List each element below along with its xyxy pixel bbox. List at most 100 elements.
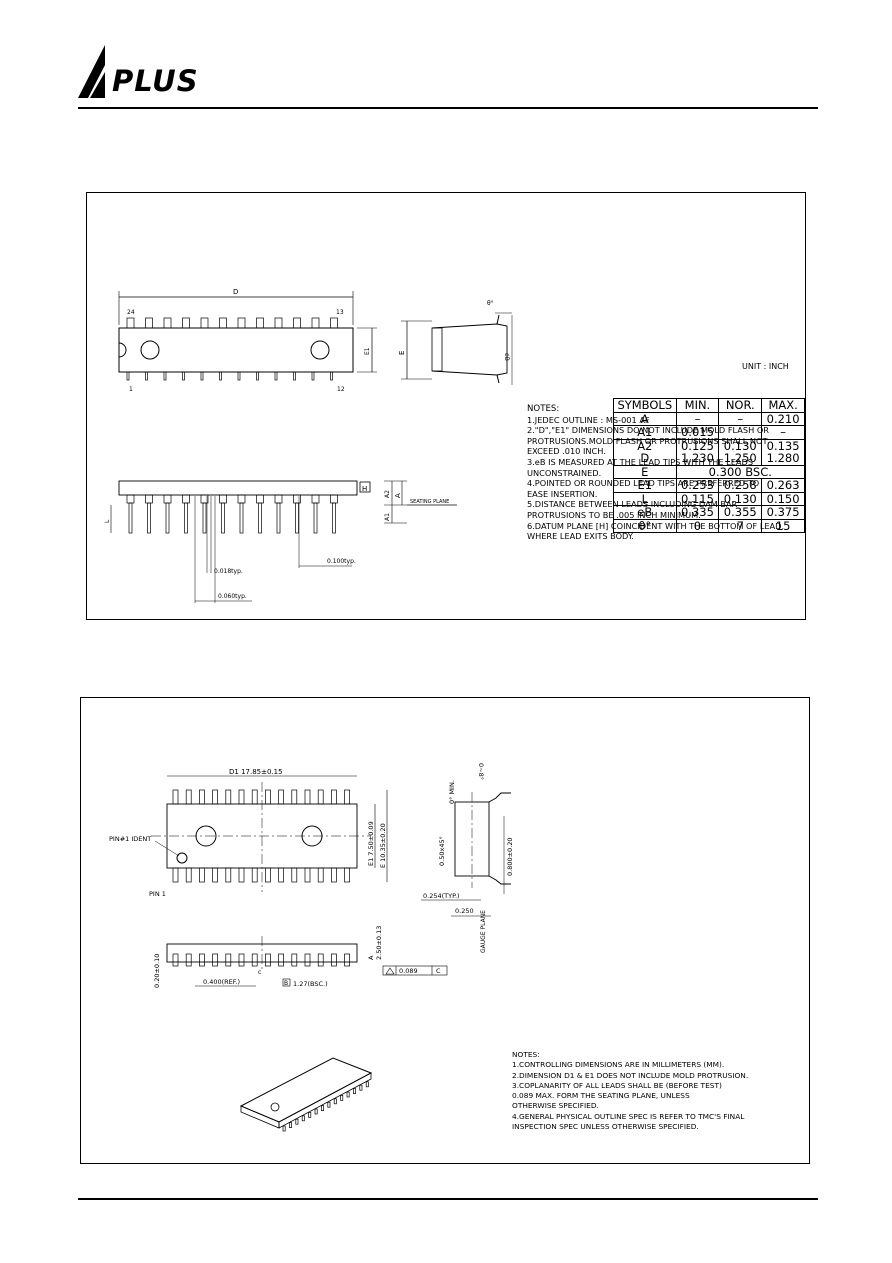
pin-lead	[295, 1118, 299, 1125]
pdip-notch	[118, 342, 127, 358]
lead-length-label: 0.800±0.20	[506, 837, 514, 876]
table-cell: 0.263	[761, 478, 805, 493]
note-line: UNCONSTRAINED.	[527, 467, 602, 478]
pin-lead	[165, 502, 170, 534]
table-cell: eB	[613, 505, 677, 520]
dim-d1-label: D1 17.85±0.15	[229, 768, 283, 776]
col-header-min: MIN.	[675, 398, 720, 413]
pin-lead	[126, 494, 135, 504]
table-row: E1 0.253 0.258 0.263	[613, 478, 805, 493]
pin-lead	[219, 494, 227, 504]
notes-title: NOTES:	[512, 1050, 540, 1059]
note-line: PROTRUSIONS.MOLD FLASH OR PROTRUSIONS SH…	[527, 435, 768, 446]
datum-c-label: C	[436, 967, 441, 975]
pin-lead	[304, 867, 311, 883]
datum-b-label: B	[284, 980, 288, 987]
pin1-dot	[176, 852, 188, 864]
pin-lead	[344, 867, 350, 883]
pin-lead	[340, 1095, 344, 1101]
unit-label: UNIT : INCH	[742, 362, 789, 371]
pin-lead	[365, 1081, 369, 1088]
pin-lead	[304, 953, 311, 967]
pin-lead	[172, 789, 179, 805]
header-rule	[78, 107, 818, 109]
pin-lead	[251, 789, 258, 805]
dim-eb-label: eB	[503, 353, 510, 361]
lead-thickness-label: 0.254(TYP.)	[423, 892, 460, 900]
pin-lead	[225, 953, 232, 967]
sop-ejector-right	[301, 825, 323, 847]
footer-rule	[78, 1198, 818, 1200]
min-angle-label: 0° MIN.	[448, 780, 456, 804]
dim-d-label: D	[233, 288, 238, 296]
pdip-bottom-pins	[126, 371, 333, 381]
pin1-label: PIN 1	[149, 890, 166, 898]
col-header-max: MAX.	[761, 398, 805, 413]
pin-lead	[185, 953, 192, 967]
pin-lead	[172, 953, 179, 967]
note-line: 4.GENERAL PHYSICAL OUTLINE SPEC IS REFER…	[512, 1111, 745, 1121]
note-line: 0.089 MAX. FORM THE SEATING PLANE, UNLES…	[512, 1091, 690, 1101]
table-cell: 0.258	[718, 478, 763, 493]
table-cell: 0.300 BSC.	[675, 464, 806, 479]
pin-lead	[333, 1098, 337, 1105]
pin-lead	[212, 953, 218, 967]
pin-lead	[313, 502, 318, 534]
table-cell: θ°	[613, 518, 677, 533]
table-cell: 0.130	[718, 491, 763, 506]
note-line: 5.DISTANCE BETWEEN LEADS INCLUDING DAM B…	[527, 499, 738, 510]
pin-lead	[278, 867, 284, 883]
pin-lead	[330, 317, 338, 329]
dim-a2-label: A2	[384, 490, 391, 498]
pin-lead	[327, 1101, 331, 1108]
gauge-plane-label: GAUGE PLANE	[480, 910, 487, 953]
pin-lead	[185, 867, 192, 883]
dim-a1-label: A1	[384, 513, 391, 521]
table-header-row: SYMBOLS MIN. NOR. MAX.	[613, 398, 805, 413]
note-line: 3.COPLANARITY OF ALL LEADS SHALL BE (BEF…	[512, 1080, 722, 1090]
pin-lead	[237, 494, 246, 504]
pin-lead	[344, 953, 350, 967]
note-line: 3.eB IS MEASURED AT THE LEAD TIPS WITH T…	[527, 456, 754, 467]
gauge-dim-label: 0.250	[455, 907, 474, 915]
pin-lead	[344, 789, 350, 805]
pin-lead	[199, 953, 205, 967]
pin-lead	[353, 1088, 356, 1094]
sop-notes: NOTES: 1.CONTROLLING DIMENSIONS ARE IN M…	[512, 1050, 782, 1132]
sop-drawing: D1 17.85±0.15 PIN#1 IDENT PIN 1 E1 7.50±…	[109, 763, 514, 1132]
pin-lead	[330, 494, 338, 504]
pin-lead	[182, 494, 190, 504]
table-cell: 15	[761, 518, 805, 533]
pin-lead	[295, 502, 299, 534]
table-cell: 0	[675, 518, 720, 533]
note-line: OTHERWISE SPECIFIED.	[512, 1101, 599, 1111]
sop-bottom-pins	[172, 867, 350, 883]
table-cell: 0.375	[761, 505, 805, 520]
table-row: L 0.115 0.130 0.150	[613, 491, 805, 506]
pin-lead	[212, 789, 218, 805]
pin-1-label: 1	[129, 386, 133, 393]
pin-12-label: 12	[337, 386, 345, 393]
table-cell: –	[718, 411, 763, 426]
pin-lead	[219, 317, 227, 329]
pin-lead	[321, 1105, 324, 1111]
pin-lead	[202, 502, 207, 534]
table-cell: 7	[718, 518, 763, 533]
pin-lead	[251, 953, 258, 967]
pin-lead	[317, 789, 324, 805]
sop-side-pins	[172, 953, 350, 967]
pin-lead	[185, 789, 192, 805]
pin-lead	[219, 371, 222, 381]
pin-lead	[182, 317, 190, 329]
sop-top-pins	[172, 789, 350, 805]
sop-drawing-panel: D1 17.85±0.15 PIN#1 IDENT PIN 1 E1 7.50±…	[80, 697, 810, 1164]
pin-lead	[308, 1112, 312, 1118]
pin-lead	[311, 371, 315, 381]
pin-lead	[184, 502, 188, 534]
flatness-value: 0.089	[399, 967, 418, 975]
pin-lead	[291, 789, 298, 805]
pin-13-label: 13	[336, 309, 344, 316]
pin-lead	[331, 953, 337, 967]
pin-lead	[265, 867, 271, 883]
note-line: INSPECTION SPEC UNLESS OTHERWISE SPECIFI…	[512, 1122, 699, 1132]
